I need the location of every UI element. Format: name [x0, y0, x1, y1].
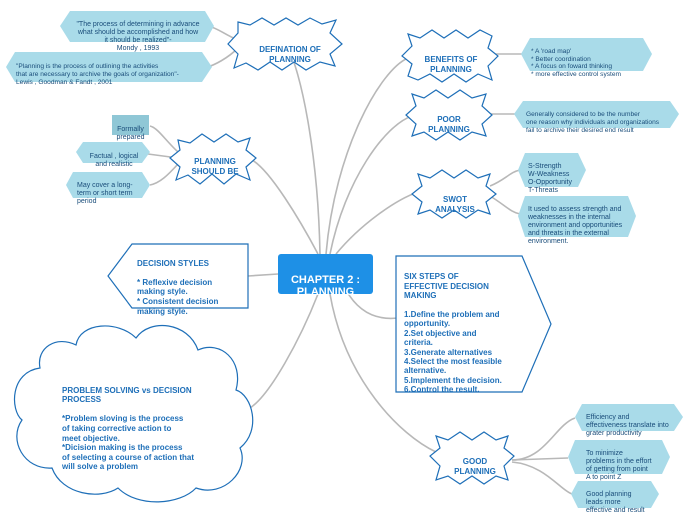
defination-node-shape — [227, 17, 343, 71]
good-leaf-2-text: To minimize problems in the effort of ge… — [586, 450, 652, 481]
good-node[interactable]: GOOD PLANNING — [440, 447, 510, 477]
should-leaf-3[interactable]: May cover a long- term or short term per… — [77, 174, 147, 206]
connector-swot — [335, 191, 419, 255]
should-leaf-3-text: May cover a long- term or short term per… — [77, 182, 133, 205]
connector-poor — [329, 115, 413, 255]
decision-styles-node[interactable]: DECISION STYLES * Reflexive decision mak… — [137, 249, 247, 316]
problem-solving-shape — [13, 324, 254, 503]
six-steps-node[interactable]: SIX STEPS OF EFFECTIVE DECISION MAKING 1… — [404, 263, 529, 395]
should-leaf-2[interactable]: Factual , logical and realistic — [84, 145, 144, 169]
good-leaf-1[interactable]: Efficiency and effectiveness translate i… — [586, 406, 678, 438]
good-node-shape — [429, 431, 515, 485]
swot-leaf-2-text: It used to assess strength and weaknesse… — [528, 206, 623, 245]
good-leaf-3-text: Good planning leads more effective and r… — [586, 491, 645, 514]
problem-solving-label: PROBLEM SOLVING vs DECISION PROCESS *Pro… — [62, 385, 195, 472]
swot-leaf-2[interactable]: It used to assess strength and weaknesse… — [528, 198, 633, 246]
connector-six-steps — [345, 289, 399, 320]
swot-leaf-1[interactable]: S-Strength W-Weakness O-Opportunity T-Th… — [528, 155, 583, 195]
decision-styles-label: DECISION STYLES * Reflexive decision mak… — [137, 258, 219, 316]
connector-swot-leaf-2 — [489, 195, 521, 215]
benefits-node[interactable]: BENEFITS OF PLANNING — [412, 45, 490, 75]
poor-leaf[interactable]: Generally considered to be the number on… — [526, 103, 676, 135]
def-leaf-1[interactable]: "The process of determining in advance w… — [70, 13, 206, 53]
decision-styles-shape — [107, 243, 249, 309]
def-leaf-1-shape — [60, 11, 214, 42]
should-be-node-shape — [169, 133, 257, 185]
good-leaf-3[interactable]: Good planning leads more effective and r… — [586, 483, 656, 515]
good-leaf-2-shape — [568, 440, 670, 474]
good-leaf-3-shape — [571, 481, 659, 508]
swot-leaf-1-shape — [518, 153, 586, 187]
should-leaf-2-text: Factual , logical and realistic — [89, 153, 139, 168]
connector-defination — [287, 47, 321, 255]
poor-label: POOR PLANNING — [428, 115, 470, 134]
root-label: CHAPTER 2 : PLANNING — [290, 274, 361, 298]
def-leaf-2-text: "Planning is the process of outlining th… — [16, 63, 179, 86]
benefits-leaf-shape — [521, 38, 652, 71]
benefits-leaf-text: * A 'road map' * Better coordination * A… — [531, 47, 622, 79]
should-be-node[interactable]: PLANNING SHOULD BE — [180, 147, 250, 177]
swot-node[interactable]: SWOT ANALYSIS — [420, 185, 490, 215]
benefits-leaf[interactable]: * A 'road map' * Better coordination * A… — [531, 40, 649, 79]
good-leaf-1-shape — [575, 404, 683, 431]
should-leaf-1-text: Formally prepared — [116, 126, 145, 141]
connector-decision-styles — [247, 273, 279, 277]
good-leaf-2[interactable]: To minimize problems in the effort of ge… — [586, 442, 666, 482]
six-steps-shape — [395, 255, 552, 393]
should-leaf-3-shape — [66, 172, 150, 198]
swot-node-shape — [411, 169, 497, 219]
poor-node[interactable]: POOR PLANNING — [414, 105, 484, 135]
swot-leaf-2-shape — [518, 196, 636, 237]
connector-should-be — [251, 159, 319, 255]
poor-node-shape — [405, 89, 493, 141]
problem-solving-node[interactable]: PROBLEM SOLVING vs DECISION PROCESS *Pro… — [62, 376, 227, 472]
should-be-label: PLANNING SHOULD BE — [191, 157, 239, 176]
benefits-label: BENEFITS OF PLANNING — [424, 55, 478, 74]
swot-label: SWOT ANALYSIS — [435, 195, 475, 214]
root-node[interactable]: CHAPTER 2 : PLANNING — [278, 262, 373, 298]
def-leaf-1-text: "The process of determining in advance w… — [76, 21, 200, 52]
poor-leaf-shape — [514, 101, 679, 128]
good-leaf-1-text: Efficiency and effectiveness translate i… — [586, 414, 669, 437]
swot-leaf-1-text: S-Strength W-Weakness O-Opportunity T-Th… — [528, 163, 572, 194]
should-leaf-1-shape — [112, 115, 149, 135]
six-steps-label: SIX STEPS OF EFFECTIVE DECISION MAKING 1… — [404, 272, 502, 395]
connector-good — [329, 293, 437, 453]
connector-swot-leaf-1 — [489, 169, 521, 187]
good-label: GOOD PLANNING — [454, 457, 496, 476]
connector-good-leaf-1 — [511, 417, 576, 461]
connector-good-leaf-2 — [511, 457, 569, 461]
connector-benefits — [325, 57, 409, 255]
connector-problem-solving — [249, 293, 319, 409]
benefits-node-shape — [401, 29, 499, 83]
poor-leaf-text: Generally considered to be the number on… — [526, 111, 660, 134]
defination-label: DEFINATION OF PLANNING — [259, 45, 321, 64]
connector-should-leaf-1 — [149, 125, 179, 153]
connector-good-leaf-3 — [511, 461, 573, 495]
defination-node[interactable]: DEFINATION OF PLANNING — [242, 35, 338, 65]
connector-should-leaf-3 — [149, 163, 179, 186]
def-leaf-2[interactable]: "Planning is the process of outlining th… — [16, 55, 206, 87]
def-leaf-2-shape — [6, 52, 212, 82]
should-leaf-2-shape — [76, 142, 150, 163]
root-node-shape — [278, 254, 373, 294]
should-leaf-1[interactable]: Formally prepared — [112, 118, 149, 142]
